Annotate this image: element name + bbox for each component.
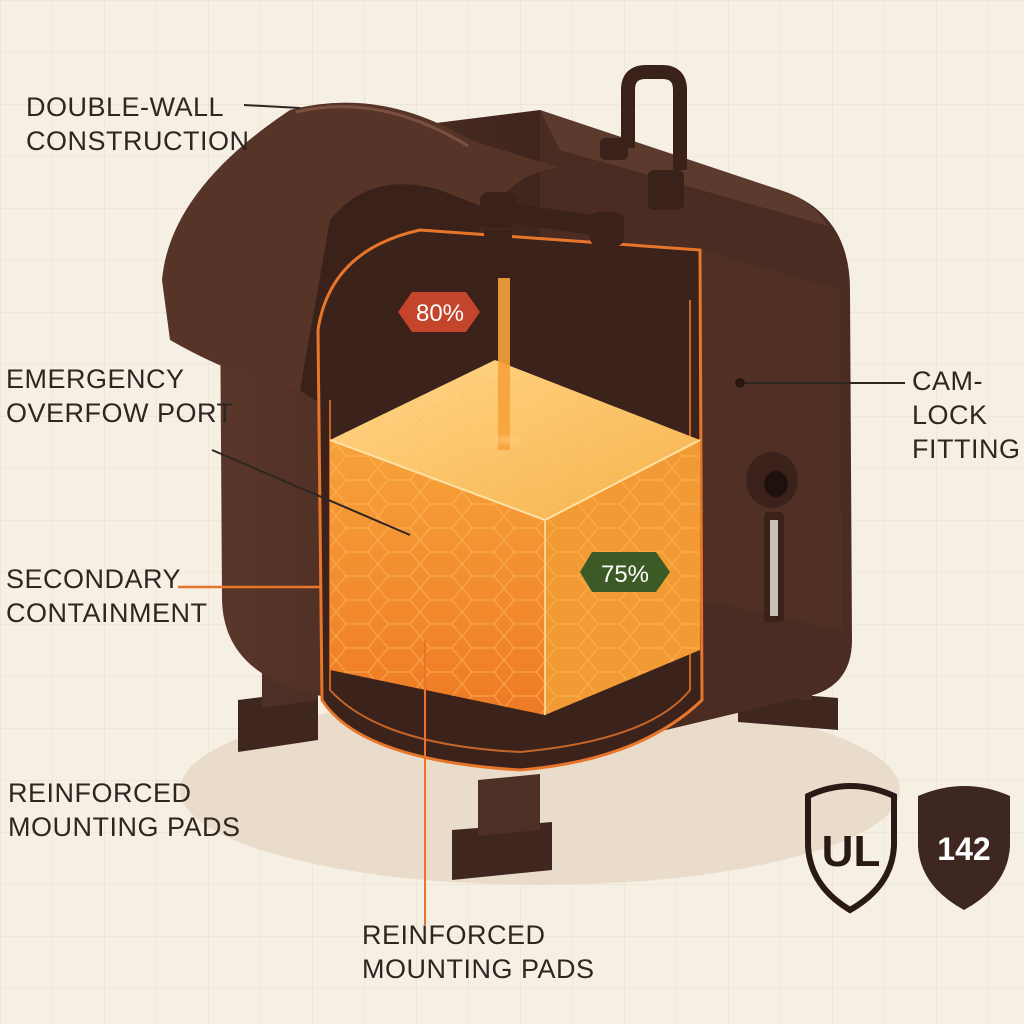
leader-lines — [178, 104, 905, 925]
mounting-pads-left-label: REINFORCED MOUNTING PADS — [8, 776, 241, 844]
mounting-pads-bottom-label: REINFORCED MOUNTING PADS — [362, 918, 595, 986]
cam-lock-fitting — [735, 378, 798, 622]
emergency-overflow-line-2: OVERFOW PORT — [6, 398, 234, 428]
fill-badge-75-text: 75% — [601, 561, 649, 588]
mounting-pads-bottom-line-2: MOUNTING PADS — [362, 954, 595, 984]
secondary-containment-label: SECONDARY CONTAINMENT — [6, 562, 208, 630]
secondary-containment-line-2: CONTAINMENT — [6, 598, 208, 628]
standard-142-text: 142 — [937, 831, 990, 867]
fill-badge-80-text: 80% — [416, 300, 464, 327]
mounting-pads-left-line-1: REINFORCED — [8, 778, 192, 808]
fill-badge-80: 80% — [398, 292, 480, 332]
double-wall-line-2: CONSTRUCTION — [26, 126, 250, 156]
ul-shield-icon: UL — [805, 783, 897, 914]
fill-badge-75: 75% — [580, 552, 670, 592]
secondary-containment-line-1: SECONDARY — [6, 564, 182, 594]
mounting-pads-left-line-2: MOUNTING PADS — [8, 812, 241, 842]
mounting-pads-bottom-line-1: REINFORCED — [362, 920, 546, 950]
ul-shield-text: UL — [822, 827, 881, 876]
fill-stream — [490, 270, 522, 450]
cam-lock-line-3: FITTING — [912, 434, 1021, 464]
cam-lock-label: CAM- LOCK FITTING — [912, 364, 1020, 466]
cam-lock-line-1: CAM- — [912, 366, 983, 396]
emergency-overflow-label: EMERGENCY OVERFOW PORT — [6, 362, 234, 430]
emergency-overflow-line-1: EMERGENCY — [6, 364, 185, 394]
double-wall-label: DOUBLE-WALL CONSTRUCTION — [26, 90, 250, 158]
standard-142-shield-icon: 142 — [918, 786, 1010, 910]
double-wall-line-1: DOUBLE-WALL — [26, 92, 225, 122]
cam-lock-line-2: LOCK — [912, 400, 988, 430]
top-piping — [480, 65, 687, 278]
